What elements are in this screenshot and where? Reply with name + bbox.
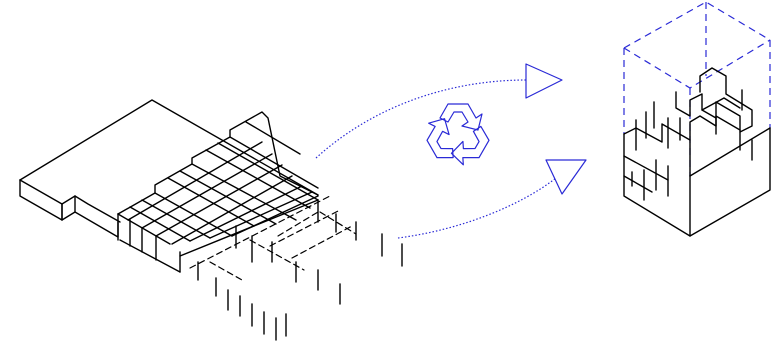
box-outline	[623, 127, 771, 237]
scattered-sticks	[197, 213, 403, 341]
grid-line	[155, 164, 283, 237]
upper-arrow-path	[315, 79, 527, 159]
flat-slab	[19, 99, 403, 341]
stepped-grid	[117, 111, 319, 273]
dashed-line	[209, 261, 243, 281]
recycle-arrow-top	[439, 103, 483, 131]
bbox-top-front	[623, 39, 771, 89]
grid-line	[129, 206, 191, 242]
dashed-dissolve	[189, 195, 357, 281]
grid-line	[127, 141, 263, 221]
grid-line	[117, 213, 171, 245]
block-face-grid	[623, 155, 669, 193]
slab-top-outline	[19, 99, 319, 196]
bbox-top-back	[623, 1, 771, 49]
grid-line	[141, 199, 211, 239]
upper-arrow-head	[525, 63, 563, 99]
dashed-line	[249, 239, 305, 271]
grid-line	[217, 142, 319, 201]
box-top-right-edge	[689, 127, 771, 177]
dashed-line	[319, 211, 357, 235]
inner-wall-upper	[675, 67, 753, 133]
lower-arrow-path	[397, 177, 557, 239]
dashed-line	[277, 211, 319, 237]
slab-front-face	[74, 211, 119, 238]
box-top-step-left	[623, 123, 691, 177]
stacked-block	[623, 1, 771, 237]
recycle-icon	[426, 103, 490, 166]
grid-line	[245, 121, 301, 155]
grid-line	[209, 191, 313, 239]
inner-walls	[675, 67, 753, 151]
dashed-bounding-box	[623, 1, 771, 176]
grid-line	[167, 177, 255, 227]
dashed-line	[269, 209, 341, 247]
inner-wall-ledge	[701, 97, 741, 111]
dashed-line	[291, 225, 353, 259]
grid-line	[229, 136, 319, 189]
grid-front-edge	[179, 199, 319, 257]
dashed-line	[189, 195, 331, 269]
transform-arrows	[315, 63, 587, 239]
recycle-arrow-left	[426, 118, 454, 159]
lower-arrow-head	[545, 159, 587, 195]
grid-line	[171, 175, 293, 245]
grid-outline-top	[117, 111, 319, 215]
recycle-arrow-right	[450, 125, 490, 166]
face-grid-line	[623, 155, 669, 181]
solid-box	[623, 123, 771, 237]
block-sticks	[635, 89, 753, 201]
grid-line	[141, 153, 273, 229]
face-grid-line	[623, 175, 653, 193]
inner-wall-lower	[689, 115, 741, 141]
grid-front-edge	[119, 239, 181, 273]
grid-line	[189, 185, 303, 242]
